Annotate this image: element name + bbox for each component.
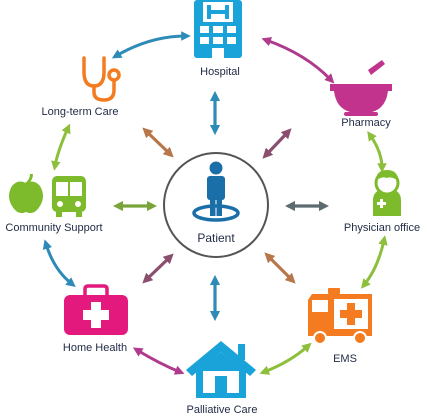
node-hospital: Hospital [194,0,242,78]
arrow-longterm-community [51,123,71,171]
node-longterm: Long-term Care [41,56,121,118]
apple-icon [9,174,43,214]
arrow-spoke-top-right [262,128,292,159]
homehealth-label: Home Health [63,342,127,354]
physician-label: Physician office [344,222,420,234]
arrow-spoke-top-left [142,127,174,158]
node-palliative: Palliative Care [186,341,257,416]
hospital-label: Hospital [200,66,240,78]
palliative-label: Palliative Care [187,404,258,416]
stethoscope-icon [82,56,121,102]
arrow-longterm-hospital [111,31,191,59]
node-physician: Physician office [344,170,420,234]
house-icon [186,341,256,398]
ems-label: EMS [333,353,357,365]
outer-ring-arrows [42,31,388,375]
medical-bag-icon [64,284,128,335]
spoke-arrows [112,90,330,322]
pharmacy-label: Pharmacy [341,117,391,129]
arrow-ems-palliative [259,342,312,375]
node-homehealth: Home Health [63,284,128,354]
arrow-hospital-pharmacy [261,37,335,84]
arrow-spoke-bottom-right [264,252,296,284]
arrow-spoke-bottom-left [142,253,174,284]
node-pharmacy: Pharmacy [330,60,392,129]
doctor-icon [373,170,401,216]
patient-label: Patient [197,231,235,245]
patient-hub: Patient [163,152,269,258]
arrow-homehealth-palliative [132,347,185,375]
hospital-icon [194,0,242,58]
mortar-pestle-icon [330,60,392,116]
node-ems: EMS [308,288,372,365]
arrow-physician-ems [360,235,388,289]
community-label: Community Support [5,222,102,234]
longterm-label: Long-term Care [41,106,118,118]
bus-icon [52,176,86,217]
ambulance-icon [308,288,372,345]
arrow-pharmacy-physician [367,131,387,173]
node-community: Community Support [5,174,103,234]
patient-icon [192,161,240,222]
arrow-community-homehealth [42,239,76,287]
